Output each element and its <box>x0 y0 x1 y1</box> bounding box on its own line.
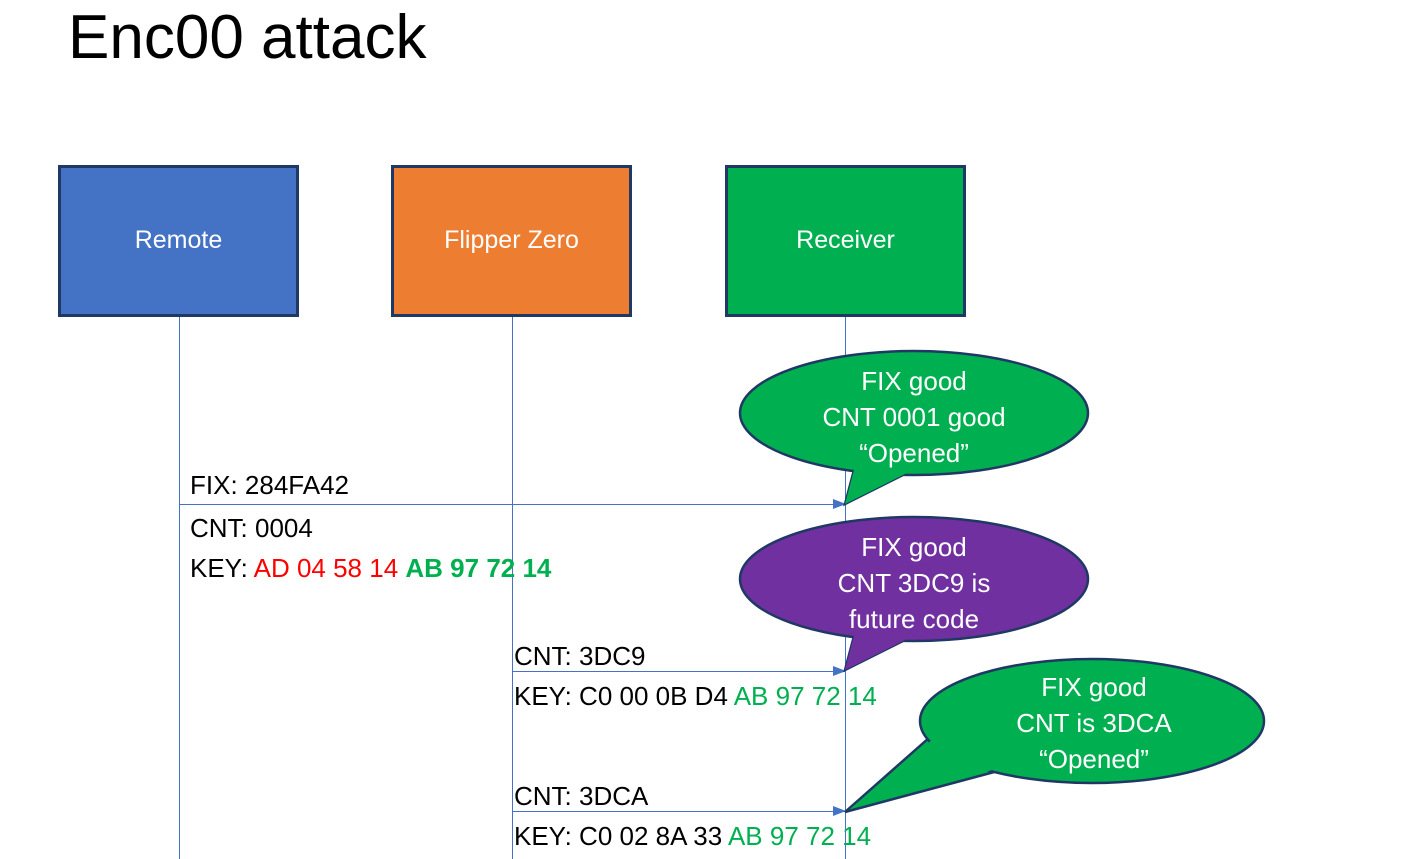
message-3-key-green-bytes: AB 97 72 14 <box>727 821 872 851</box>
message-1-fix-label: FIX: 284FA42 <box>190 470 349 500</box>
message-2-cnt-label: CNT: 3DC9 <box>514 641 646 671</box>
page-title: Enc00 attack <box>68 3 427 72</box>
message-1-key-label: KEY: AD 04 58 14 AB 97 72 14 <box>190 548 551 588</box>
arrowhead-icon <box>833 499 846 509</box>
message-2-key-label: KEY: C0 00 0B D4 AB 97 72 14 <box>514 676 877 716</box>
message-1-key-prefix: KEY: <box>190 553 254 583</box>
message-1-key-green-bytes: AB 97 72 14 <box>405 553 552 583</box>
message-arrow-flipper-to-receiver-2 <box>513 806 846 816</box>
message-1-key-red-bytes: AD 04 58 14 <box>253 553 399 583</box>
callout-receiver-response-2: FIX good CNT 3DC9 is future code <box>738 515 1090 673</box>
actor-box-receiver: Receiver <box>725 165 966 317</box>
lifeline-remote <box>179 317 180 859</box>
message-2-key-green-bytes: AB 97 72 14 <box>733 681 877 711</box>
actor-box-remote: Remote <box>58 165 299 317</box>
message-arrow-flipper-to-receiver-1 <box>513 666 846 676</box>
actor-box-flipper: Flipper Zero <box>391 165 632 317</box>
actor-label-flipper: Flipper Zero <box>444 226 579 255</box>
message-2-key-prefix: KEY: C0 00 0B D4 <box>514 681 734 711</box>
arrowhead-icon <box>833 806 846 816</box>
message-3-cnt-label: CNT: 3DCA <box>514 781 649 811</box>
callout-receiver-response-3: FIX good CNT is 3DCA “Opened” <box>838 655 1266 814</box>
actor-label-receiver: Receiver <box>796 226 895 255</box>
message-arrow-remote-to-receiver <box>180 499 846 509</box>
message-1-cnt-label: CNT: 0004 <box>190 513 313 543</box>
callout-receiver-response-1: FIX good CNT 0001 good “Opened” <box>738 349 1090 507</box>
lifeline-flipper <box>512 317 513 859</box>
arrowhead-icon <box>833 666 846 676</box>
message-3-key-label: KEY: C0 02 8A 33 AB 97 72 14 <box>514 816 871 856</box>
message-3-key-prefix: KEY: C0 02 8A 33 <box>514 821 728 851</box>
actor-label-remote: Remote <box>134 226 223 255</box>
